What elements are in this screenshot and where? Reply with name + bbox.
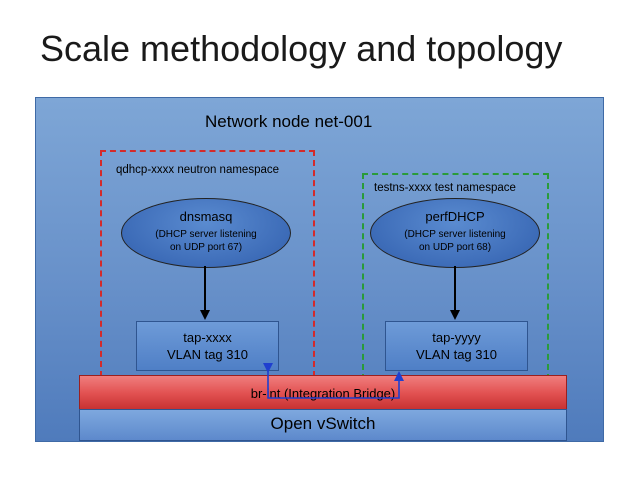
open-vswitch: Open vSwitch [79,409,567,441]
tap-xxxx-vlan: VLAN tag 310 [167,347,248,362]
dnsmasq-title: dnsmasq [179,209,233,224]
open-vswitch-label: Open vSwitch [270,414,376,433]
neutron-namespace-label: qdhcp-xxxx neutron namespace [116,164,280,176]
test-namespace-label: testns-xxxx test namespace [374,182,516,194]
perfdhcp-process: perfDHCP (DHCP server listening on UDP p… [370,198,540,268]
dnsmasq-description: (DHCP server listening on UDP port 67) [122,228,290,254]
perfdhcp-description-line-1: (DHCP server listening [404,229,506,240]
tap-yyyy-interface: tap-yyyy VLAN tag 310 [385,321,528,371]
tap-xxxx-name: tap-xxxx [183,330,232,345]
slide-title: Scale methodology and topology [40,28,563,69]
dnsmasq-description-line-2: on UDP port 67) [169,242,243,253]
tap-xxxx-interface: tap-xxxx VLAN tag 310 [136,321,279,371]
tap-yyyy-name: tap-yyyy [432,330,481,345]
perfdhcp-title: perfDHCP [425,209,485,224]
tap-yyyy-vlan: VLAN tag 310 [416,347,497,362]
dnsmasq-description-line-1: (DHCP server listening [155,229,257,240]
network-node-label: Network node net-001 [205,112,373,131]
perfdhcp-description-line-2: on UDP port 68) [418,242,492,253]
dnsmasq-process: dnsmasq (DHCP server listening on UDP po… [121,198,291,268]
bridge-link-arrow [263,363,404,399]
perfdhcp-description: (DHCP server listening on UDP port 68) [371,228,539,254]
